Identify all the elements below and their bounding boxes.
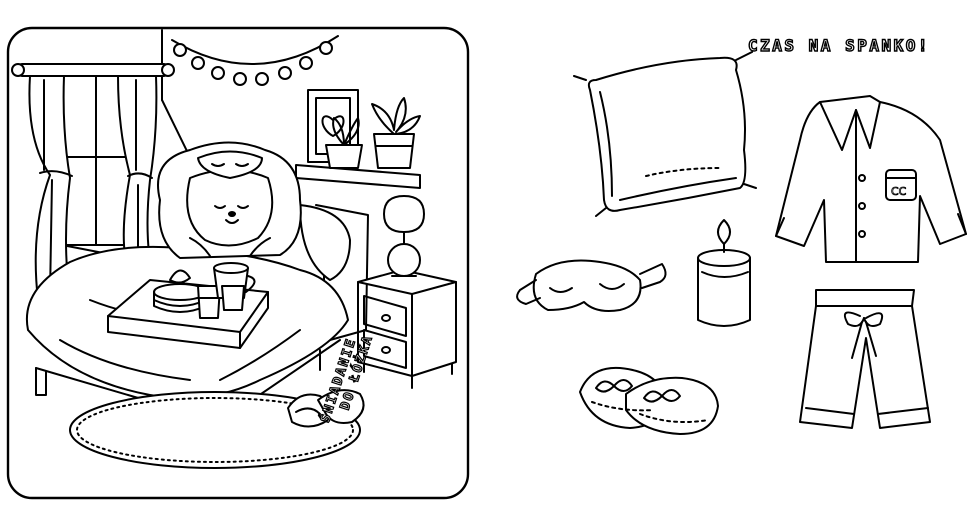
- bedroom-slippers-icon: [288, 390, 364, 426]
- potted-plant-icon: [372, 98, 420, 168]
- sleep-mask-icon: [517, 261, 665, 312]
- room-scene-frame: [8, 28, 468, 498]
- breakfast-tray-icon: [108, 263, 268, 348]
- pillow-icon: [574, 52, 756, 216]
- round-rug-icon: [70, 392, 360, 468]
- slippers-icon: [580, 368, 718, 434]
- bedside-lamp-icon: [384, 196, 424, 276]
- pajama-shorts-icon: [800, 290, 930, 428]
- hedgehog-character-icon: [158, 143, 301, 259]
- wall-shelf: [296, 165, 420, 188]
- page-title: CZAS NA SPANKO!: [747, 35, 930, 55]
- nightstand-icon: [358, 270, 456, 388]
- svg-text:CC: CC: [891, 185, 907, 198]
- string-lights-icon: [172, 36, 338, 85]
- potted-plant-icon: [326, 118, 362, 168]
- pajama-top-icon: CC: [776, 96, 966, 262]
- candle-icon: [698, 220, 750, 326]
